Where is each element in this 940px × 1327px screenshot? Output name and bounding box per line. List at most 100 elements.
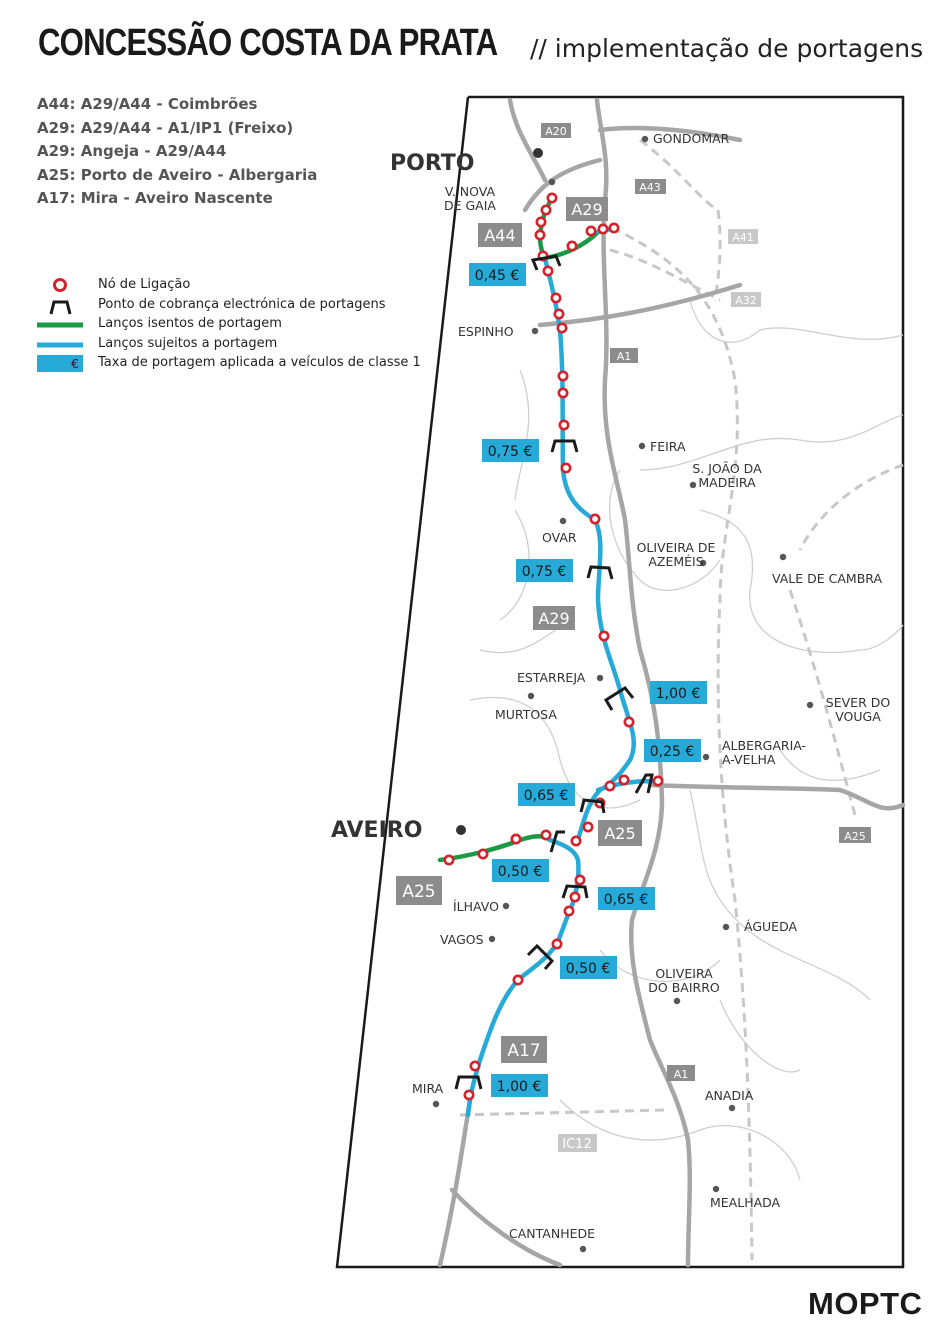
legend-label: Taxa de portagem aplicada a veículos de … [98, 355, 421, 371]
junction-node [477, 848, 489, 860]
route-item: A44: A29/A44 - Coimbrões [37, 95, 258, 113]
other-road-labels: A20 A43 A41 A32 A1 A1 A25 IC12 [541, 123, 871, 1152]
toll-badge: 1,00 € [650, 681, 707, 704]
town-label: OVAR [542, 530, 577, 545]
town-label: MURTOSA [495, 707, 557, 722]
svg-text:0,75 €: 0,75 € [522, 564, 567, 580]
junction-node [443, 854, 455, 866]
road-label: A17 [501, 1036, 547, 1063]
toll-badge: 0,75 € [516, 559, 573, 582]
svg-text:A25: A25 [402, 882, 435, 902]
city-label: AVEIRO [331, 818, 422, 843]
svg-text:A29: A29 [571, 200, 602, 219]
town-label: MIRA [412, 1081, 444, 1096]
toll-gantry-icon [603, 686, 635, 711]
junction-node [570, 835, 582, 847]
road-label: A20 [541, 123, 571, 138]
junction-node [550, 292, 562, 304]
city-label: PORTO [390, 151, 475, 176]
blue-line-icon [37, 342, 83, 348]
town-label: ÍLHAVO [453, 899, 499, 914]
route-item: A29: Angeja - A29/A44 [37, 142, 227, 160]
junction-node [598, 630, 610, 642]
toll-badge: 0,45 € [469, 263, 526, 286]
junction-node [540, 204, 552, 216]
town-label: VAGOS [440, 932, 484, 947]
svg-text:1,00 €: 1,00 € [656, 686, 701, 702]
toll-gantry-icon [561, 884, 589, 899]
town-label: VALE DE CAMBRA [772, 571, 882, 586]
svg-text:A1: A1 [674, 1068, 689, 1081]
road-label: A44 [478, 223, 522, 247]
town-dots [432, 135, 814, 1253]
junction-node [540, 829, 552, 841]
svg-text:0,65 €: 0,65 € [604, 892, 649, 908]
euro-badge-icon: € [37, 355, 83, 373]
route-item: A25: Porto de Aveiro - Albergaria [37, 165, 318, 184]
svg-text:0,25 €: 0,25 € [650, 744, 695, 760]
junction-node [510, 833, 522, 845]
junction-node [469, 1060, 481, 1072]
junction-node [551, 938, 563, 950]
road-label: A29 [533, 606, 575, 630]
moptc-logo: MOPTC [808, 1286, 923, 1321]
road-label: A1 [610, 348, 638, 363]
road-label: IC12 [558, 1134, 597, 1152]
svg-text:1,00 €: 1,00 € [497, 1079, 542, 1095]
svg-text:€: € [71, 357, 79, 371]
free-sections [437, 195, 601, 863]
city-dot [456, 825, 466, 835]
junction-node [557, 387, 569, 399]
town-label: ÁGUEDA [744, 919, 797, 934]
toll-gantry-icon [579, 798, 606, 814]
junction-node [557, 370, 569, 382]
road-label: A32 [731, 292, 761, 307]
junction-node [563, 905, 575, 917]
green-line-icon [37, 322, 83, 328]
road-label: A25 [396, 876, 442, 905]
title-subtitle: // implementação de portagens [530, 34, 924, 63]
road-label: A43 [635, 179, 666, 194]
svg-text:A43: A43 [639, 181, 661, 194]
route-item: A29: A29/A44 - A1/IP1 (Freixo) [37, 118, 294, 137]
map-frame [335, 95, 905, 1269]
junction-node [535, 216, 547, 228]
town-label: ANADIA [705, 1088, 754, 1103]
svg-text:0,65 €: 0,65 € [524, 788, 569, 804]
junction-node [604, 780, 616, 792]
road-label: A41 [728, 229, 758, 244]
major-cities: PORTO AVEIRO [331, 148, 543, 843]
title-main: CONCESSÃO COSTA DA PRATA [38, 22, 498, 64]
city-dot [533, 148, 543, 158]
junction-node [589, 513, 601, 525]
svg-text:0,45 €: 0,45 € [475, 268, 520, 284]
toll-badge: 1,00 € [491, 1074, 548, 1097]
town-label: MEALHADA [710, 1195, 781, 1210]
svg-text:A20: A20 [545, 125, 567, 138]
town-label: GONDOMAR [653, 131, 730, 146]
junction-node [597, 223, 609, 235]
junction-node [623, 716, 635, 728]
toll-badge: 0,65 € [598, 887, 655, 910]
toll-badge: 0,75 € [482, 439, 539, 462]
svg-text:A17: A17 [507, 1041, 540, 1061]
svg-text:IC12: IC12 [562, 1137, 591, 1152]
legend-label: Lanços isentos de portagem [98, 316, 282, 332]
toll-gantry-icon [549, 830, 565, 853]
road-label: A1 [667, 1065, 695, 1081]
town-label: FEIRA [650, 439, 686, 454]
toll-gantry-icon [454, 1075, 483, 1090]
town-label: CANTANHEDE [509, 1226, 595, 1241]
junction-node [585, 225, 597, 237]
town-label: ESTARREJA [517, 670, 586, 685]
junction-node [512, 974, 524, 986]
junction-node [574, 874, 586, 886]
svg-text:A29: A29 [538, 609, 569, 628]
junction-node [463, 1089, 475, 1101]
route-list: A44: A29/A44 - Coimbrões A29: A29/A44 - … [37, 93, 317, 211]
planned-roads [459, 138, 904, 1261]
